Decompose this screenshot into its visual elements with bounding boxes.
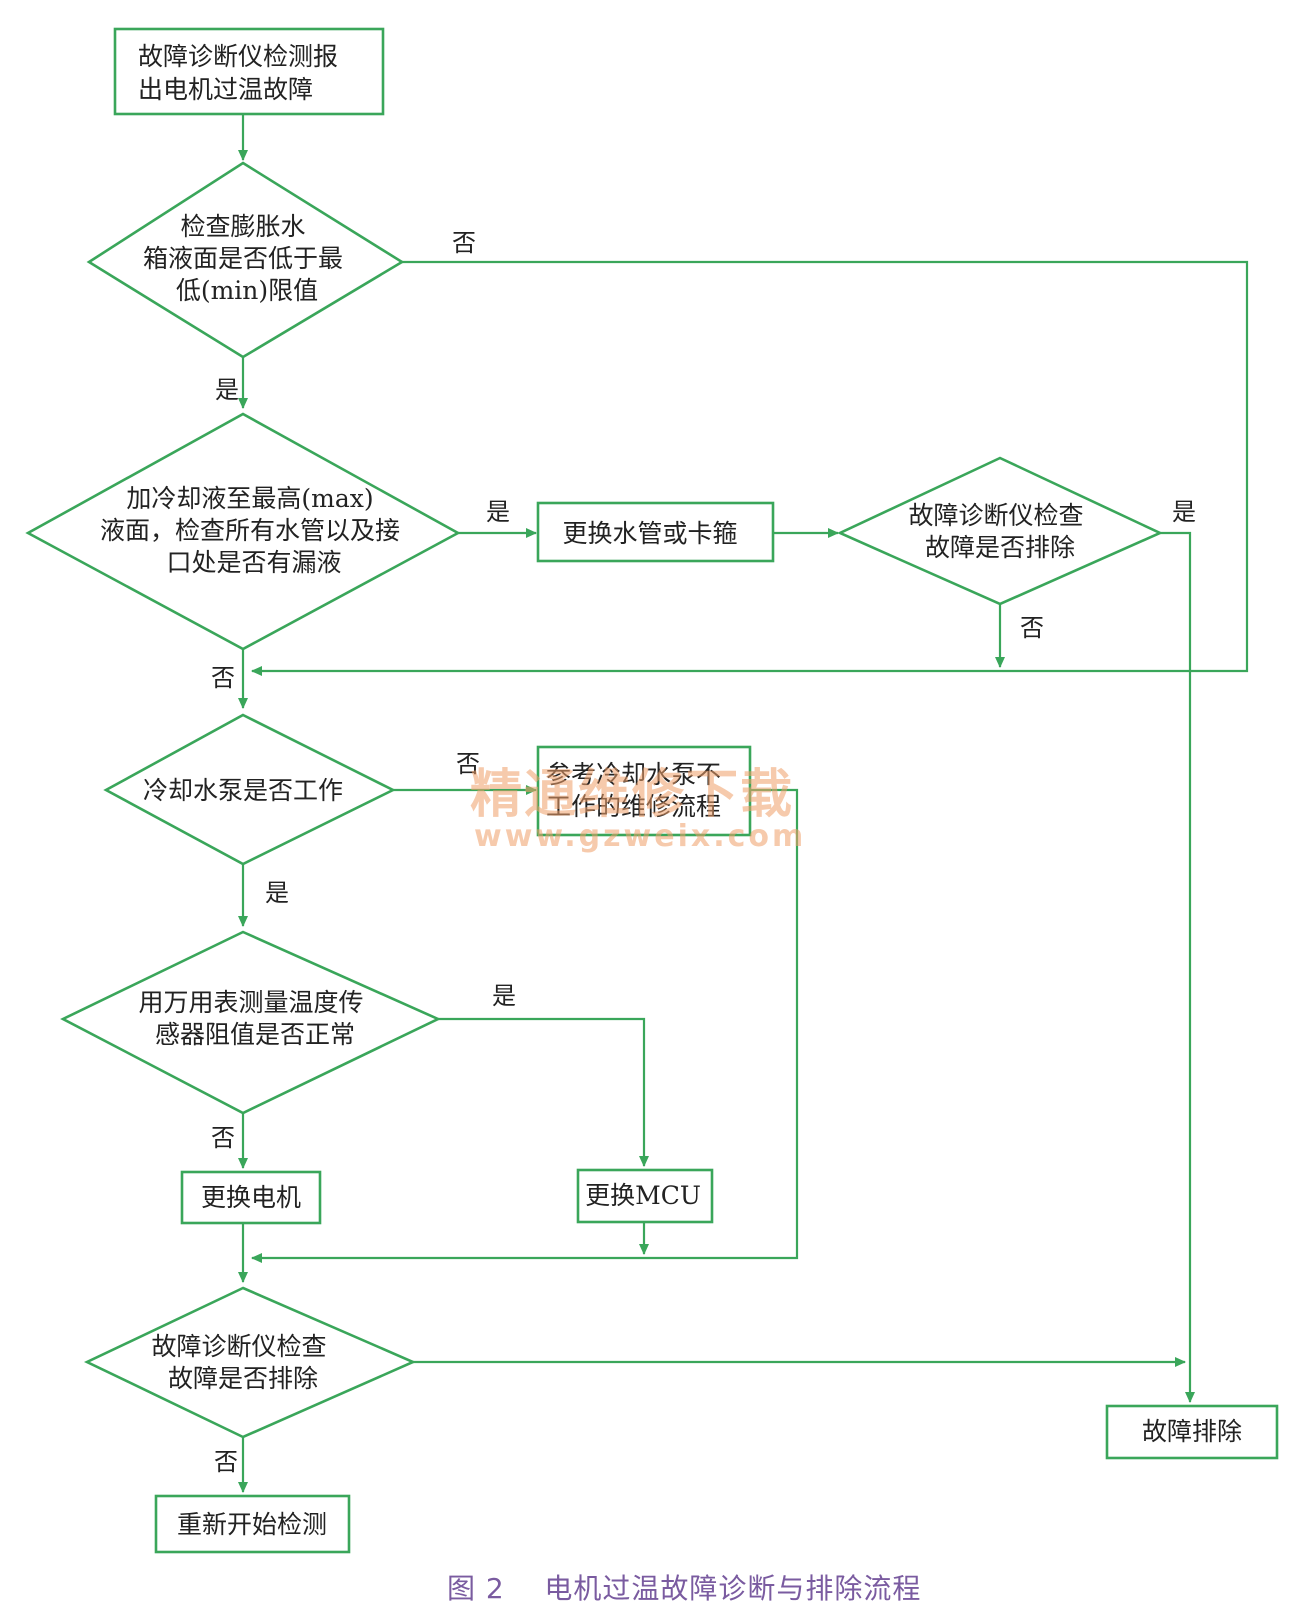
- figure-caption: 图 2 电机过温故障诊断与排除流程: [447, 1572, 921, 1605]
- node-pump-procedure: 参考冷却水泵不 工作的维修流程: [536, 745, 752, 837]
- decision-check-fixed-1-line-2: 故障是否排除: [925, 533, 1075, 562]
- svg-text:故障诊断仪检测报 出电机过温故障: 故障诊断仪检测报 出电机过温故障: [138, 42, 346, 104]
- node-replace-hose: 更换水管或卡箍: [536, 501, 775, 563]
- label-pump-yes: 是: [265, 879, 289, 907]
- svg-text:冷却水泵是否工作: 冷却水泵是否工作: [143, 776, 343, 805]
- label-sensor-no: 否: [211, 1124, 235, 1152]
- node-start-line-1: 故障诊断仪检测报: [138, 42, 338, 71]
- node-restart: 重新开始检测: [154, 1494, 351, 1554]
- node-restart-label: 重新开始检测: [177, 1510, 327, 1539]
- node-replace-mcu-label: 更换MCU: [585, 1181, 701, 1210]
- svg-text:故障诊断仪检查 故障是否排除: 故障诊断仪检查 故障是否排除: [152, 1332, 335, 1393]
- edge-procedure-to-merge: [251, 788, 799, 1263]
- decision-check-fixed-2-line-2: 故障是否排除: [168, 1364, 318, 1393]
- svg-text:参考冷却水泵不 工作的维修流程: 参考冷却水泵不 工作的维修流程: [546, 760, 729, 821]
- label-pump-no: 否: [456, 750, 480, 778]
- decision-check-tank-line-3: 低(min)限值: [176, 276, 318, 305]
- edge-check1-yes-to-resolved: [1160, 531, 1195, 1403]
- label-leak-no: 否: [211, 664, 235, 692]
- svg-text:加冷却液至最高(max) 液面，检查所有水管以及: 加冷却液至最高(max) 液面，检查所有水管以及接 口处是否有漏液: [100, 484, 408, 577]
- decision-check-tank-line-2: 箱液面是否低于最: [143, 244, 343, 273]
- watermark-text: 精通维修下载: [470, 764, 794, 825]
- label-leak-yes: 是: [486, 498, 510, 526]
- decision-check-fixed-1: 故障诊断仪检查 故障是否排除: [836, 456, 1164, 606]
- node-replace-mcu: 更换MCU: [576, 1168, 714, 1224]
- label-fixed1-yes: 是: [1172, 498, 1196, 526]
- decision-add-coolant-line-3: 口处是否有漏液: [166, 548, 341, 577]
- decision-add-coolant: 加冷却液至最高(max) 液面，检查所有水管以及接 口处是否有漏液: [25, 412, 461, 651]
- svg-text:更换MCU: 更换MCU: [585, 1181, 701, 1210]
- watermark: 精通维修下载 www.gzweix.com: [470, 764, 806, 854]
- decision-add-coolant-line-2: 液面，检查所有水管以及接: [100, 516, 400, 545]
- watermark-url: www.gzweix.com: [474, 819, 806, 854]
- svg-text:故障诊断仪检查 故障是否排除: 故障诊断仪检查 故障是否排除: [909, 501, 1092, 562]
- svg-text:用万用表测量温度传 感器阻值是否正常: 用万用表测量温度传 感器阻值是否正常: [139, 988, 372, 1049]
- decision-pump-working-label: 冷却水泵是否工作: [143, 776, 343, 805]
- node-pump-procedure-line-1: 参考冷却水泵不: [546, 760, 721, 789]
- decision-sensor-check-line-2: 感器阻值是否正常: [155, 1020, 355, 1049]
- node-resolved-label: 故障排除: [1142, 1417, 1242, 1446]
- label-tank-yes: 是: [215, 376, 239, 404]
- decision-add-coolant-line-1: 加冷却液至最高(max): [126, 484, 373, 513]
- svg-text:更换水管或卡箍: 更换水管或卡箍: [562, 519, 737, 548]
- label-sensor-yes: 是: [492, 982, 516, 1010]
- svg-text:更换电机: 更换电机: [201, 1183, 301, 1212]
- edge-sensor-yes-to-mcu: [438, 1017, 649, 1167]
- label-tank-no: 否: [452, 229, 476, 257]
- edge-tank-no-loop: [251, 260, 1249, 676]
- edge-labels: 否 是 是 否 是 否 否 是 是 否 否: [211, 229, 1196, 1476]
- node-replace-hose-label: 更换水管或卡箍: [562, 519, 737, 548]
- node-start-line-2: 出电机过温故障: [138, 75, 313, 104]
- node-replace-motor-label: 更换电机: [201, 1183, 301, 1212]
- label-fixed2-no: 否: [214, 1448, 238, 1476]
- decision-pump-working: 冷却水泵是否工作: [103, 713, 396, 866]
- node-pump-procedure-line-2: 工作的维修流程: [546, 792, 721, 821]
- connectors: [238, 114, 1249, 1493]
- decision-check-fixed-2-line-1: 故障诊断仪检查: [152, 1332, 327, 1361]
- node-resolved: 故障排除: [1105, 1404, 1279, 1460]
- decision-check-fixed-1-line-1: 故障诊断仪检查: [909, 501, 1084, 530]
- decision-check-tank: 检查膨胀水 箱液面是否低于最 低(min)限值: [86, 161, 405, 359]
- svg-text:检查膨胀水 箱液面是否低于最 低(m: 检查膨胀水 箱液面是否低于最 低(min)限值: [143, 212, 351, 305]
- decision-check-fixed-2: 故障诊断仪检查 故障是否排除: [83, 1286, 417, 1439]
- decision-sensor-check-line-1: 用万用表测量温度传: [139, 988, 364, 1017]
- node-start: 故障诊断仪检测报 出电机过温故障: [113, 27, 385, 116]
- node-replace-motor: 更换电机: [180, 1170, 322, 1225]
- svg-text:故障排除: 故障排除: [1142, 1417, 1242, 1446]
- svg-text:重新开始检测: 重新开始检测: [177, 1510, 327, 1539]
- decision-sensor-check: 用万用表测量温度传 感器阻值是否正常: [60, 930, 442, 1115]
- label-fixed1-no: 否: [1020, 614, 1044, 642]
- decision-check-tank-line-1: 检查膨胀水: [181, 212, 306, 241]
